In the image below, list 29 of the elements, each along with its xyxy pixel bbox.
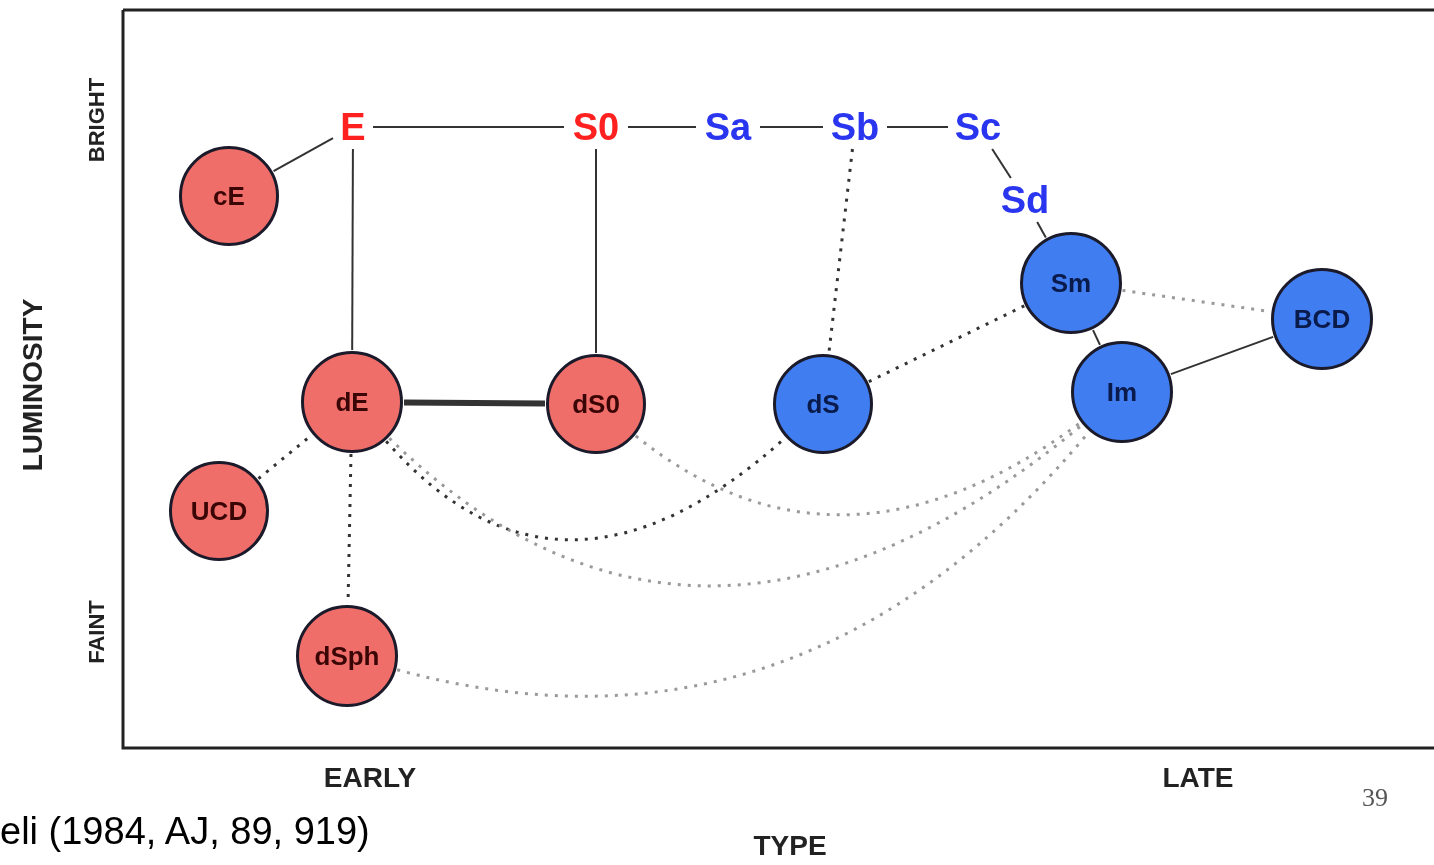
- connector-line: [634, 421, 1081, 517]
- connector-line: [868, 304, 1025, 383]
- connector-line: [1092, 329, 1101, 346]
- connector-line: [991, 148, 1012, 179]
- connector-line: [627, 126, 697, 128]
- connector-line: [759, 126, 824, 128]
- connector-line: [372, 126, 565, 128]
- galaxy-type-label: S0: [564, 105, 628, 149]
- page-number: 39: [1362, 785, 1388, 811]
- axis-label: LATE: [1162, 764, 1234, 792]
- axis-label: EARLY: [323, 764, 417, 792]
- connector-line: [886, 126, 949, 128]
- galaxy-type-label: Sc: [948, 105, 1008, 149]
- galaxy-type-label: Sd: [995, 178, 1055, 222]
- connector-line: [351, 148, 354, 351]
- galaxy-type-label: Sa: [696, 105, 760, 149]
- connector-line: [1036, 221, 1047, 239]
- axis-label: FAINT: [86, 600, 108, 664]
- connector-line: [595, 148, 597, 354]
- citation-caption: eli (1984, AJ, 89, 919): [0, 812, 370, 850]
- axis-label: BRIGHT: [86, 77, 108, 163]
- axis-label: LUMINOSITY: [19, 298, 47, 472]
- galaxy-type-label: Sb: [823, 105, 887, 149]
- connector-line: [403, 399, 546, 407]
- connector-line: [388, 423, 1083, 588]
- connector-line: [827, 148, 854, 354]
- axis-label: TYPE: [753, 832, 827, 860]
- galaxy-type-label: E: [333, 105, 373, 149]
- connector-line: [272, 137, 334, 173]
